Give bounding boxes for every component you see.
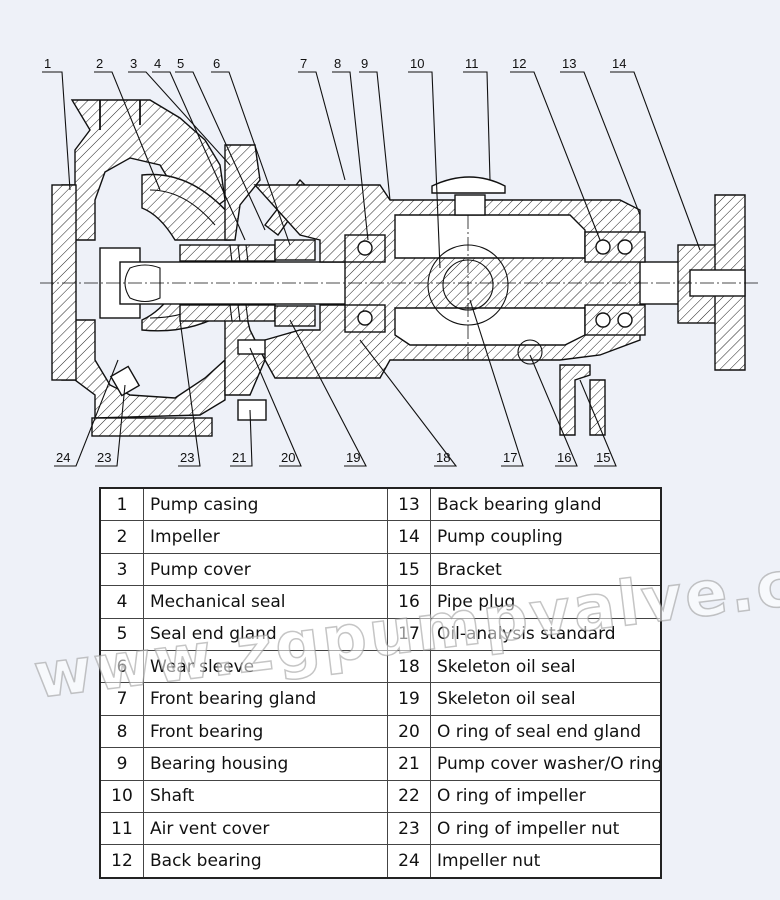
part-name: Pump coupling [430, 520, 662, 554]
base-bolts-shape [91, 365, 267, 437]
part-name: Back bearing gland [430, 487, 662, 522]
part-number: 13 [387, 487, 431, 522]
callout-19: 19 [346, 450, 360, 465]
callout-16: 16 [557, 450, 571, 465]
part-name: Pipe plug [430, 585, 662, 619]
part-name: Shaft [143, 779, 388, 814]
part-name: Back bearing [143, 844, 388, 879]
part-number: 12 [99, 844, 144, 879]
callout-7: 7 [300, 56, 307, 71]
callout-6: 6 [213, 56, 220, 71]
part-name: Pump casing [143, 487, 388, 522]
part-number: 1 [99, 487, 144, 522]
callout-23b: 23 [180, 450, 194, 465]
part-name: Bracket [430, 552, 662, 587]
part-number: 9 [99, 747, 144, 781]
callout-5: 5 [177, 56, 184, 71]
part-number: 24 [387, 844, 431, 879]
callout-9: 9 [361, 56, 368, 71]
centre-lines [40, 215, 760, 360]
part-name: Bearing housing [143, 747, 388, 781]
part-number: 5 [99, 617, 144, 652]
callout-3: 3 [130, 56, 137, 71]
part-name: Wear sleeve [143, 650, 388, 684]
part-number: 20 [387, 714, 431, 749]
part-name: Front bearing gland [143, 682, 388, 716]
leader-lines-bottom [54, 299, 617, 467]
part-number: 10 [99, 779, 144, 814]
part-number: 3 [99, 552, 144, 587]
part-number: 14 [387, 520, 431, 554]
part-number: 6 [99, 650, 144, 684]
callouts-top: 1 2 3 4 5 6 7 8 9 10 11 12 13 14 [44, 56, 626, 71]
callout-23a: 23 [97, 450, 111, 465]
bracket-shape [559, 364, 606, 436]
callout-21: 21 [232, 450, 246, 465]
part-name: Seal end gland [143, 617, 388, 652]
callout-2: 2 [96, 56, 103, 71]
part-name: Skeleton oil seal [430, 682, 662, 716]
callout-10: 10 [410, 56, 424, 71]
callout-11: 11 [465, 56, 479, 71]
back-bearing-shape [584, 231, 646, 336]
part-name: Front bearing [143, 714, 388, 749]
part-number: 15 [387, 552, 431, 587]
part-number: 17 [387, 617, 431, 652]
part-number: 23 [387, 812, 431, 846]
part-name: Impeller nut [430, 844, 662, 879]
part-name: O ring of seal end gland [430, 714, 662, 749]
callout-4: 4 [154, 56, 161, 71]
part-name: Pump cover washer/O ring [430, 747, 662, 781]
pump-coupling-shape [677, 194, 746, 371]
part-name: Air vent cover [143, 812, 388, 846]
callout-14: 14 [612, 56, 626, 71]
callout-12: 12 [512, 56, 526, 71]
part-number: 21 [387, 747, 431, 781]
part-number: 7 [99, 682, 144, 716]
part-name: O ring of impeller [430, 779, 662, 814]
part-number: 8 [99, 714, 144, 749]
callout-1: 1 [44, 56, 51, 71]
part-number: 19 [387, 682, 431, 716]
callout-24: 24 [56, 450, 70, 465]
leader-lines-top [42, 71, 701, 269]
part-number: 4 [99, 585, 144, 619]
front-bearing-shape [344, 234, 386, 333]
callout-18: 18 [436, 450, 450, 465]
callout-20: 20 [281, 450, 295, 465]
callout-17: 17 [503, 450, 517, 465]
part-name: Impeller [143, 520, 388, 554]
part-name: Skeleton oil seal [430, 650, 662, 684]
pump-cross-section-drawing: 1 2 3 4 5 6 7 8 9 10 11 12 13 14 24 23 2… [40, 56, 760, 467]
part-number: 16 [387, 585, 431, 619]
part-number: 22 [387, 779, 431, 814]
part-name: Mechanical seal [143, 585, 388, 619]
callout-15: 15 [596, 450, 610, 465]
part-number: 11 [99, 812, 144, 846]
part-name: Oil-analysis standard [430, 617, 662, 652]
callout-13: 13 [562, 56, 576, 71]
part-name: Pump cover [143, 552, 388, 587]
part-name: O ring of impeller nut [430, 812, 662, 846]
part-number: 18 [387, 650, 431, 684]
part-number: 2 [99, 520, 144, 554]
callouts-bottom: 24 23 23 21 20 19 18 17 16 15 [56, 450, 610, 465]
callout-8: 8 [334, 56, 341, 71]
